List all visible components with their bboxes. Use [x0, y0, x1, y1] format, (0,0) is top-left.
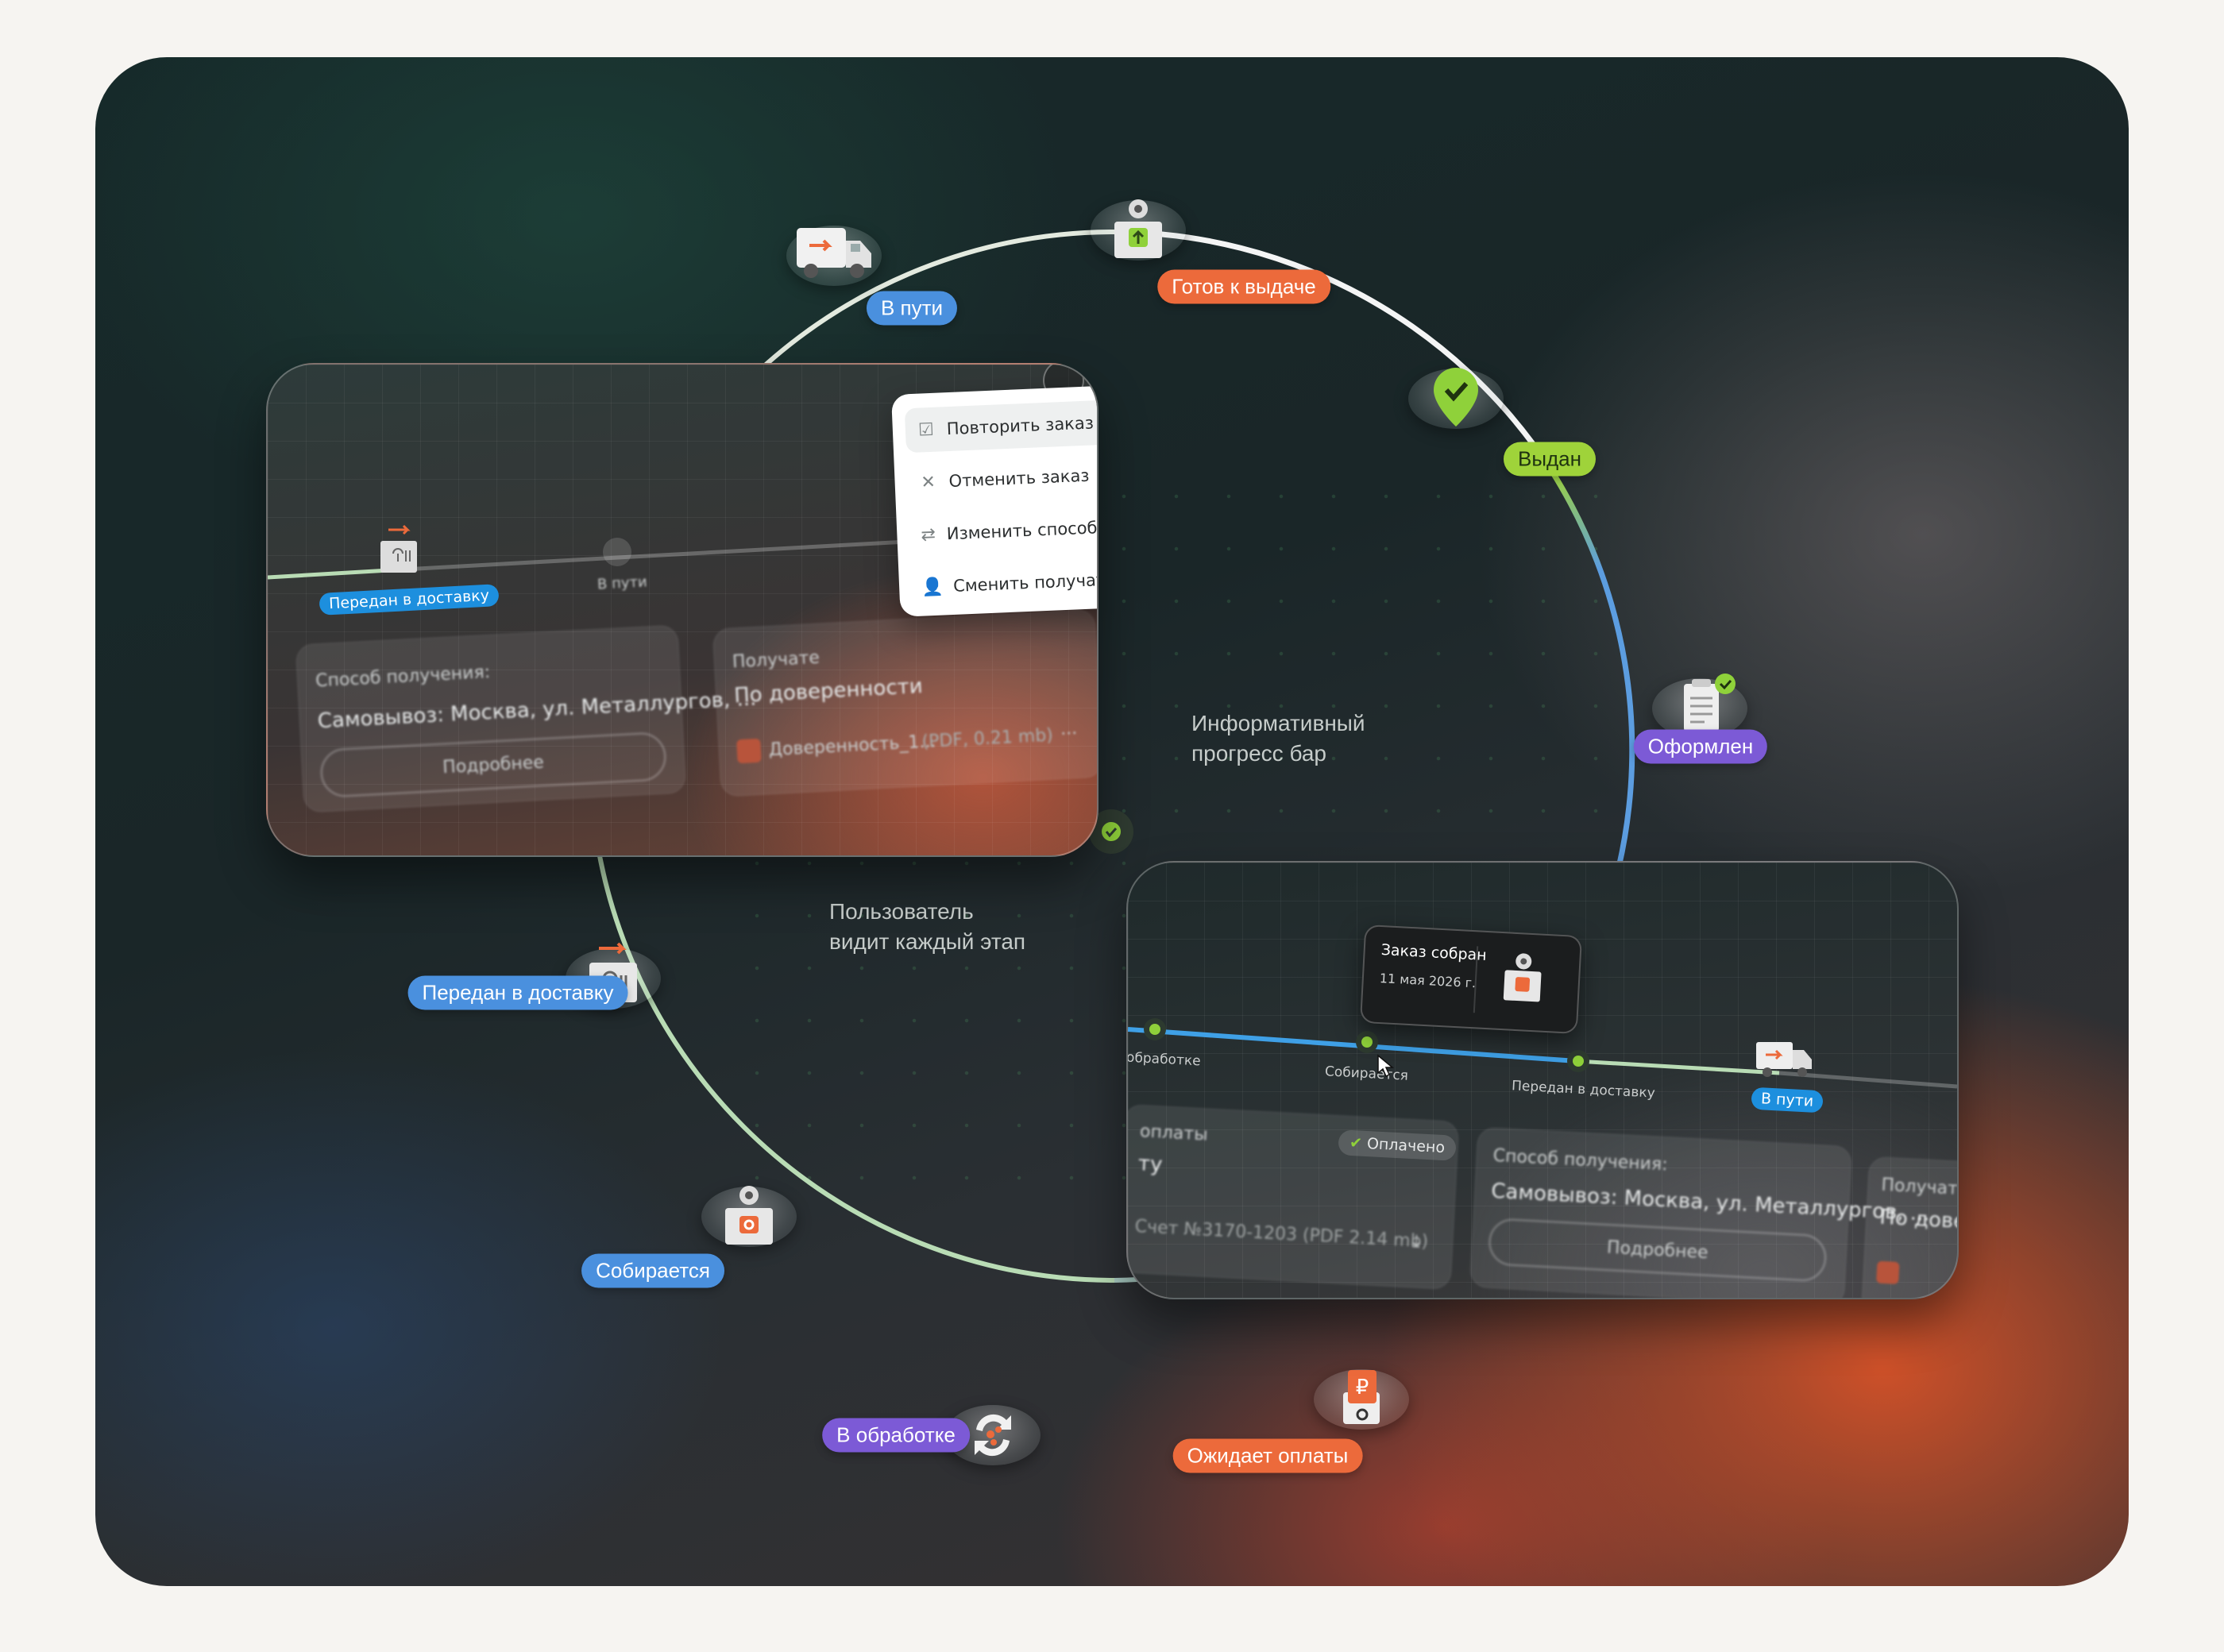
next-stage-label: В пути — [597, 573, 648, 593]
note-progress-line2: прогресс бар — [1191, 741, 1326, 766]
user-swap-icon: 👤 — [921, 576, 944, 598]
stage-pill-ready: Готов к выдаче — [1157, 269, 1330, 304]
ring-arc-lower-left — [588, 755, 1115, 1283]
tooltip-title: Заказ собран — [1380, 941, 1488, 964]
payment-title: оплаты — [1139, 1121, 1209, 1145]
step-check-icon — [1567, 1050, 1589, 1072]
box-gear-stage-icon — [1091, 199, 1186, 261]
box-assembling-stage-icon — [701, 1186, 797, 1247]
step-check-icon — [1144, 1018, 1166, 1040]
receive-method-box: Способ получения: Самовывоз: Москва, ул.… — [1469, 1126, 1930, 1298]
recipient-value: По довер — [1878, 1205, 1959, 1235]
file-meta: (PDF, 0.21 mb) — [921, 725, 1054, 753]
note-progress-line1: Информативный — [1191, 711, 1365, 735]
stage-pill-placed: Оформлен — [1633, 729, 1768, 764]
recipient-title: Получате — [732, 647, 820, 673]
more-icon[interactable]: ... — [1060, 718, 1078, 739]
menu-item-label: Сменить получателя — [952, 569, 1098, 596]
note-user-line1: Пользователь — [829, 899, 974, 924]
note-user-line2: видит каждый этап — [829, 929, 1026, 954]
truck-stage-icon — [786, 226, 882, 286]
document-check-stage-icon — [1652, 674, 1747, 739]
box-swap-icon: ⇄ — [920, 524, 936, 546]
svg-text:₽: ₽ — [1356, 1376, 1369, 1399]
stage-pill-handed-over: Передан в доставку — [407, 975, 628, 1010]
receive-method-box: Способ получения: Самовывоз: Москва, ул.… — [295, 624, 757, 813]
pdf-file-icon — [1876, 1260, 1900, 1284]
menu-item-change-delivery[interactable]: ⇄ Изменить способ получения — [909, 502, 1098, 558]
receive-method-title: Способ получения: — [1492, 1145, 1669, 1175]
current-stage-pill: В пути — [1751, 1087, 1824, 1114]
invoice-ruble-stage-icon: ₽ — [1314, 1369, 1409, 1430]
menu-item-label: Повторить заказ — [946, 413, 1095, 439]
menu-item-cancel-order[interactable]: ✕ Отменить заказ — [907, 450, 1097, 506]
order-context-menu: ☑ Повторить заказ ✕ Отменить заказ ⇄ Изм… — [891, 382, 1098, 617]
menu-item-repeat-order[interactable]: ☑ Повторить заказ — [904, 396, 1097, 454]
stage-pill-processing: В обработке — [822, 1418, 970, 1453]
recipient-box: Получате По доверенности Доверенность_1.… — [712, 608, 1097, 797]
stage-pill-assembling: Собирается — [581, 1253, 724, 1288]
note-progress: Информативный прогресс бар — [1191, 708, 1365, 769]
stage-tooltip: Заказ собран 11 мая 2026 г. — [1359, 924, 1583, 1035]
pdf-file-icon — [736, 738, 762, 764]
checkbox-icon: ☑ — [917, 419, 935, 441]
showcase-canvas: ₽ — [95, 57, 2129, 1586]
check-pin-stage-icon — [1408, 368, 1504, 429]
close-icon: ✕ — [920, 472, 936, 493]
note-user: Пользователь видит каждый этап — [829, 897, 1025, 957]
truck-icon — [1753, 1037, 1817, 1088]
recipient-title: Получате — [1880, 1175, 1959, 1200]
order-card-right: обработке Собирается Передан в доставку … — [1126, 861, 1959, 1299]
step-check-icon — [1356, 1031, 1378, 1053]
ring-arc-current — [1549, 469, 1635, 868]
stage-pill-issued: Выдан — [1503, 442, 1597, 477]
check-icon: ✔ — [1349, 1133, 1368, 1152]
stage-pill-in-transit: В пути — [866, 291, 958, 326]
details-button[interactable]: Подробнее — [1487, 1217, 1828, 1283]
order-card-left: Передан в доставку В пути Способ получен… — [266, 363, 1098, 857]
details-button[interactable]: Подробнее — [319, 731, 668, 799]
file-name[interactable]: Доверенность_1... — [768, 731, 936, 761]
pointer-cursor-icon — [1377, 1054, 1395, 1078]
payment-value: ту — [1137, 1152, 1164, 1177]
box-assembling-icon — [1493, 949, 1552, 1011]
stage-pill-awaiting-payment: Ожидает оплаты — [1172, 1438, 1363, 1473]
box-delivery-icon — [371, 523, 427, 582]
menu-item-change-recipient[interactable]: 👤 Сменить получателя — [911, 554, 1098, 611]
payment-box: оплаты ту Счет №3170-1203 (PDF 2.14 mb) … — [1128, 1104, 1460, 1290]
recipient-box: Получате По довер — [1860, 1156, 1959, 1298]
tooltip-date: 11 мая 2026 г. — [1379, 970, 1477, 991]
menu-item-label: Изменить способ получения — [946, 514, 1098, 544]
receive-method-title: Способ получения: — [315, 662, 491, 692]
menu-item-label: Отменить заказ — [948, 465, 1090, 492]
invoice-file[interactable]: Счет №3170-1203 (PDF 2.14 mb) — [1134, 1217, 1429, 1253]
paid-badge-label: Оплачено — [1366, 1135, 1446, 1157]
recipient-value: По доверенности — [733, 674, 924, 708]
ring-arc-done — [1114, 229, 1554, 472]
download-icon[interactable]: ⤓ — [1411, 1231, 1421, 1252]
